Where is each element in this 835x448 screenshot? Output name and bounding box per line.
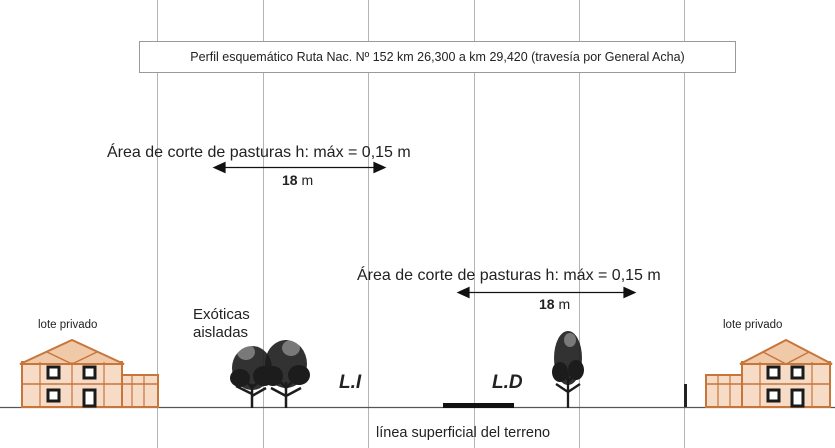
house-right-icon	[705, 338, 833, 408]
exotic-trees-label: Exóticas aisladas	[193, 306, 250, 342]
right-cut-width-unit: m	[558, 296, 571, 312]
fence-post-right	[684, 384, 687, 407]
right-cut-width-value: 18	[539, 296, 555, 312]
exotic-trees-label-line1: Exóticas	[193, 306, 250, 323]
road-surface	[443, 403, 514, 408]
left-cut-width-unit: m	[301, 172, 314, 188]
terrain-line-label: línea superficial del terreno	[376, 425, 551, 441]
left-cut-width-value: 18	[282, 172, 298, 188]
dimension-arrow-right	[456, 286, 637, 299]
lane-left-label: L.I	[339, 372, 362, 393]
lane-right-label: L.D	[492, 372, 523, 393]
dimension-arrow-left	[212, 161, 387, 174]
tree-exotic-left-icon	[230, 344, 275, 408]
tree-central-icon	[552, 331, 584, 408]
left-cut-width: 18 m	[282, 172, 313, 188]
left-cut-area-label: Área de corte de pasturas h: máx = 0,15 …	[107, 144, 411, 161]
lote-right-label: lote privado	[723, 319, 783, 331]
right-cut-area-label: Área de corte de pasturas h: máx = 0,15 …	[357, 267, 661, 284]
lote-left-label: lote privado	[38, 319, 98, 331]
vertical-gridlines	[157, 0, 685, 448]
tree-exotic-right-icon	[263, 340, 310, 408]
exotic-trees-label-line2: aisladas	[193, 324, 249, 341]
house-left-icon	[19, 338, 159, 408]
diagram-title: Perfil esquemático Ruta Nac. Nº 152 km 2…	[139, 41, 736, 73]
right-cut-width: 18 m	[539, 296, 570, 312]
